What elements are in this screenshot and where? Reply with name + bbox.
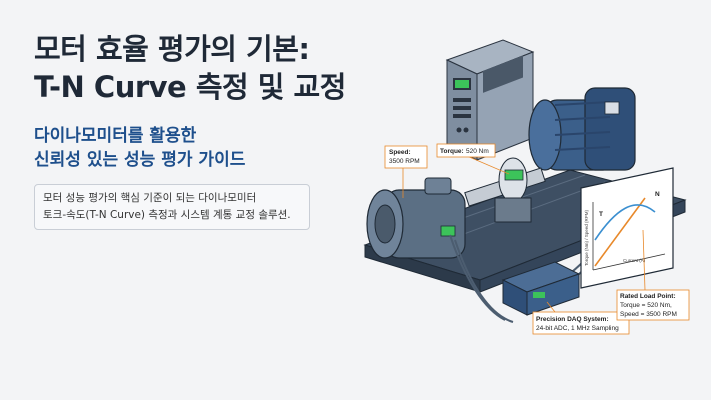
rated-callout-title: Rated Load Point:	[620, 293, 676, 300]
speed-callout-title: Speed:	[389, 149, 411, 156]
subtitle: 다이나모미터를 활용한 신뢰성 있는 성능 평가 가이드	[34, 124, 245, 172]
title-line-2: T-N Curve 측정 및 교정	[34, 70, 346, 104]
torque-callout: Torque: 520 Nm	[436, 143, 510, 175]
speed-callout-value: 3500 RPM	[389, 158, 420, 165]
description-box: 모터 성능 평가의 핵심 기준이 되는 다이나모미터 토크-속도(T-N Cur…	[34, 184, 310, 230]
daq-callout-title: Precision DAQ System:	[536, 316, 609, 323]
rated-callout-line-1: Torque = 520 Nm,	[620, 302, 672, 309]
daq-callout: Precision DAQ System: 24-bit ADC, 1 MHz …	[532, 301, 630, 335]
title-line-1: 모터 효율 평가의 기본:	[34, 32, 310, 66]
description-line-1: 모터 성능 평가의 핵심 기준이 되는 다이나모미터	[43, 192, 257, 204]
rated-callout-line-2: Speed = 3500 RPM	[620, 311, 677, 318]
rated-load-callout: Rated Load Point: Torque = 520 Nm, Speed…	[616, 229, 690, 321]
torque-callout-title: Torque:	[440, 148, 464, 155]
torque-curve	[594, 197, 646, 267]
small-motor	[366, 177, 466, 259]
page-title: 모터 효율 평가의 기본: T-N Curve 측정 및 교정	[34, 30, 346, 106]
control-cabinet	[445, 39, 535, 161]
subtitle-line-2: 신뢰성 있는 성능 평가 가이드	[34, 150, 246, 170]
subtitle-line-1: 다이나모미터를 활용한	[34, 126, 197, 146]
description-line-2: 토크-속도(T-N Curve) 측정과 시스템 계통 교정 솔루션.	[43, 209, 291, 221]
torque-callout-value: 520 Nm	[466, 148, 489, 155]
graph-n-label: N	[655, 191, 660, 198]
tn-curve-panel: T N Torque (Nm) / Speed (RPM) Current (A…	[580, 167, 674, 289]
speed-callout: Speed: 3500 RPM	[384, 145, 428, 198]
speed-curve	[594, 204, 656, 241]
graph-y-axis-label: Torque (Nm) / Speed (RPM)	[584, 209, 589, 266]
graph-x-axis-label: Current (A)	[623, 258, 646, 263]
daq-callout-value: 24-bit ADC, 1 MHz Sampling	[536, 325, 619, 332]
graph-t-label: T	[599, 211, 603, 218]
daq-box	[501, 261, 581, 316]
dynamometer-illustration: T N Torque (Nm) / Speed (RPM) Current (A…	[363, 39, 690, 335]
large-motor	[528, 87, 636, 171]
shaft-coupling	[464, 157, 546, 223]
